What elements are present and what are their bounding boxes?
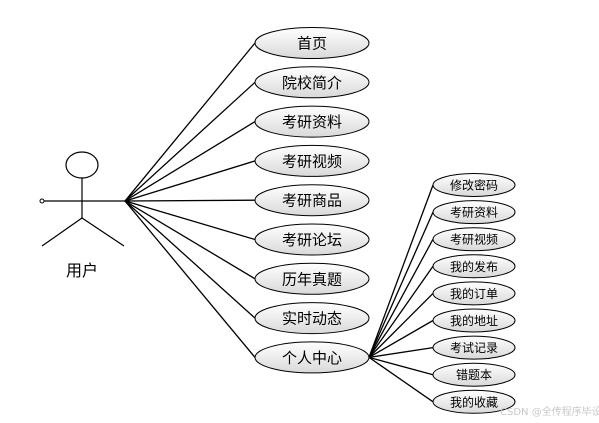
association-line bbox=[124, 200, 256, 280]
sub-use-case-label: 我的收藏 bbox=[450, 394, 498, 409]
use-case-label: 个人中心 bbox=[282, 349, 342, 367]
use-case-label: 考研资料 bbox=[282, 113, 342, 131]
use-case-8[interactable]: 实时动态 bbox=[254, 302, 370, 335]
sub-use-case-label: 我的地址 bbox=[450, 313, 498, 328]
sub-use-case-ellipse bbox=[432, 200, 516, 225]
use-case-6[interactable]: 考研论坛 bbox=[254, 223, 370, 256]
sub-association-line bbox=[368, 319, 434, 358]
use-case-label: 实时动态 bbox=[282, 310, 342, 328]
use-case-ellipse bbox=[254, 66, 370, 99]
actor-head bbox=[65, 151, 99, 179]
sub-use-case-label: 考研资料 bbox=[450, 206, 498, 220]
use-case-label: 首页 bbox=[297, 35, 327, 53]
sub-use-case-7[interactable]: 考试记录 bbox=[432, 335, 516, 360]
association-line bbox=[124, 199, 256, 202]
sub-use-case-ellipse bbox=[432, 308, 516, 333]
association-line bbox=[124, 200, 256, 319]
sub-use-case-label: 我的订单 bbox=[450, 286, 498, 301]
sub-use-case-label: 错题本 bbox=[456, 368, 492, 382]
use-case-ellipse bbox=[254, 302, 370, 335]
association-line bbox=[124, 160, 256, 202]
sub-use-case-label: 我的发布 bbox=[450, 259, 498, 274]
use-case-ellipse bbox=[254, 27, 370, 59]
use-case-1[interactable]: 首页 bbox=[254, 27, 370, 59]
actor-label: 用户 bbox=[66, 261, 98, 280]
sub-use-case-5[interactable]: 我的订单 bbox=[432, 281, 516, 306]
sub-association-line bbox=[368, 356, 434, 403]
sub-use-case-ellipse bbox=[432, 254, 516, 279]
use-case-ellipse bbox=[254, 184, 370, 217]
sub-use-case-8[interactable]: 错题本 bbox=[432, 362, 516, 387]
use-case-label: 考研商品 bbox=[282, 192, 342, 210]
use-case-3[interactable]: 考研资料 bbox=[254, 105, 370, 138]
use-case-label: 考研视频 bbox=[282, 152, 342, 170]
sub-use-case-6[interactable]: 我的地址 bbox=[432, 308, 516, 333]
personal-center-association-lines bbox=[368, 184, 434, 403]
sub-association-line bbox=[368, 346, 434, 359]
sub-use-case-label: 修改密码 bbox=[450, 178, 498, 193]
sub-use-case-3[interactable]: 考研视频 bbox=[432, 227, 516, 252]
use-case-9[interactable]: 个人中心 bbox=[254, 341, 370, 374]
sub-use-case-label: 考研视频 bbox=[450, 232, 498, 247]
sub-association-line bbox=[368, 356, 434, 376]
sub-use-case-ellipse bbox=[432, 227, 516, 252]
actor-right-leg bbox=[81, 217, 125, 247]
association-line bbox=[124, 42, 256, 202]
sub-use-case-9[interactable]: 我的收藏 bbox=[432, 389, 516, 414]
association-line bbox=[124, 200, 256, 241]
sub-association-line bbox=[368, 238, 434, 358]
actor-arm-endpoint bbox=[39, 198, 45, 204]
sub-use-case-ellipse bbox=[432, 362, 516, 387]
use-case-2[interactable]: 院校简介 bbox=[254, 66, 370, 99]
actor-association-lines bbox=[124, 42, 256, 358]
association-line bbox=[124, 81, 256, 202]
actor-left-leg bbox=[41, 217, 83, 247]
sub-use-case-ellipse bbox=[432, 281, 516, 306]
sub-association-line bbox=[368, 292, 434, 358]
use-case-ellipse bbox=[254, 144, 370, 177]
use-case-label: 院校简介 bbox=[282, 74, 342, 92]
use-case-ellipse bbox=[254, 223, 370, 256]
sub-use-case-ellipse bbox=[432, 173, 516, 197]
sub-use-case-2[interactable]: 考研资料 bbox=[432, 200, 516, 225]
sub-use-case-4[interactable]: 我的发布 bbox=[432, 254, 516, 279]
use-case-4[interactable]: 考研视频 bbox=[254, 144, 370, 177]
sub-association-line bbox=[368, 265, 434, 358]
association-line bbox=[124, 121, 256, 202]
association-line bbox=[124, 200, 256, 358]
use-case-7[interactable]: 历年真题 bbox=[254, 262, 370, 295]
sub-use-case-1[interactable]: 修改密码 bbox=[432, 173, 516, 197]
actor-user[interactable]: 用户 bbox=[39, 151, 125, 280]
use-case-ellipse bbox=[254, 262, 370, 295]
use-case-label: 历年真题 bbox=[282, 270, 342, 288]
use-case-ellipse bbox=[254, 341, 370, 374]
use-case-5[interactable]: 考研商品 bbox=[254, 184, 370, 217]
sub-association-line bbox=[368, 211, 434, 358]
watermark: CSDN @全传程序毕设 bbox=[500, 407, 599, 418]
sub-use-case-ellipse bbox=[432, 335, 516, 360]
use-case-label: 考研论坛 bbox=[282, 231, 342, 249]
use-case-ellipse bbox=[254, 105, 370, 138]
sub-use-case-ellipse bbox=[432, 389, 516, 414]
sub-use-case-label: 考试记录 bbox=[450, 340, 498, 355]
sub-association-line bbox=[368, 184, 434, 358]
